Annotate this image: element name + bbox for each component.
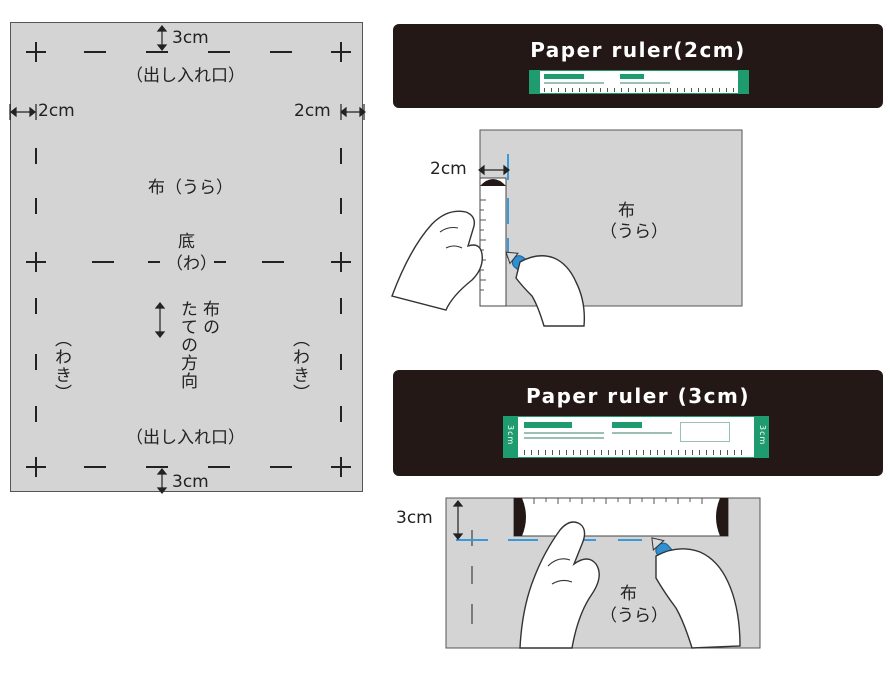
grain-direction-label-1: 布の — [199, 300, 219, 336]
side-left-label: （わき） — [51, 330, 71, 402]
right-margin-label: 2cm — [294, 101, 331, 121]
paper-ruler-3cm-title: Paper ruler (3cm) — [525, 384, 751, 408]
opening-bottom-label: （出し入れ口） — [126, 428, 245, 448]
paper-ruler-2cm-banner: Paper ruler(2cm) — [393, 24, 883, 108]
bottom-fold-label: 底 — [178, 232, 195, 252]
paper-ruler-3cm-banner: Paper ruler (3cm) 3cm 3cm — [393, 370, 883, 476]
fabric-2cm-label-2: （うら） — [600, 222, 668, 242]
top-margin-label: 3cm — [172, 28, 209, 48]
fabric-layout-diagram — [10, 22, 363, 492]
ruler-3cm-image: 3cm 3cm — [503, 416, 769, 458]
bottom-margin-label: 3cm — [172, 472, 209, 492]
fabric-3cm-label-2: （うら） — [600, 606, 668, 626]
ruler-3cm-end-left: 3cm — [506, 425, 515, 446]
fabric-3cm-label-1: 布 — [620, 584, 637, 604]
opening-top-label: （出し入れ口） — [126, 66, 245, 86]
fabric-2cm-label-1: 布 — [618, 201, 635, 221]
side-right-label: （わき） — [289, 330, 309, 402]
fabric-back-label: 布（うら） — [148, 178, 233, 198]
grain-direction-label-2: たての方向 — [177, 300, 197, 390]
paper-ruler-2cm-title: Paper ruler(2cm) — [530, 38, 746, 62]
ruler-3cm-end-right: 3cm — [758, 425, 767, 446]
measure-2cm-label: 2cm — [430, 159, 467, 179]
measure-3cm-label: 3cm — [396, 508, 433, 528]
left-margin-label: 2cm — [38, 101, 75, 121]
ruler-2cm-image — [529, 70, 749, 94]
bottom-fold-sub-label: （わ） — [166, 254, 217, 274]
